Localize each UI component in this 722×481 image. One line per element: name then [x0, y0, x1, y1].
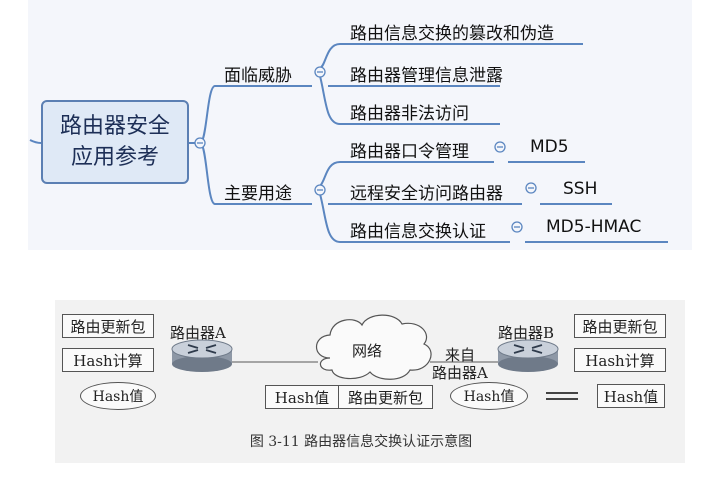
use-tag[interactable]: MD5: [530, 137, 569, 157]
router-a-icon: [171, 339, 233, 372]
from-label-line2: 路由器A: [432, 364, 488, 382]
right-hash-compute-label: Hash计算: [585, 351, 655, 370]
threat-item[interactable]: 路由器管理信息泄露: [350, 66, 503, 86]
left-hash-value-ellipse: Hash值: [80, 382, 156, 410]
packet-update-label: 路由更新包: [347, 388, 423, 407]
right-update-packet-label: 路由更新包: [582, 317, 658, 336]
from-label-line1: 来自: [445, 346, 476, 364]
network-cloud-icon: [315, 314, 432, 380]
router-a-label: 路由器A: [170, 324, 226, 342]
router-b-label: 路由器B: [498, 324, 555, 342]
branch-uses-label[interactable]: 主要用途: [224, 184, 292, 204]
packet-hash-box: Hash值: [265, 385, 339, 409]
left-update-packet-box: 路由更新包: [62, 314, 154, 338]
network-label: 网络: [352, 342, 383, 360]
use-item[interactable]: 路由信息交换认证: [350, 222, 486, 242]
use-tag[interactable]: MD5-HMAC: [546, 217, 642, 237]
left-hash-compute-box: Hash计算: [62, 348, 154, 372]
right-hash-compute-box: Hash计算: [574, 348, 666, 372]
received-hash-value-label: Hash值: [463, 389, 515, 405]
packet-update-box: 路由更新包: [338, 385, 433, 409]
use-item[interactable]: 路由器口令管理: [350, 142, 469, 162]
router-b-icon: [497, 339, 559, 372]
root-line-1: 路由器安全: [59, 114, 170, 139]
threat-item[interactable]: 路由信息交换的篡改和伪造: [350, 24, 554, 44]
right-update-packet-box: 路由更新包: [574, 314, 666, 338]
branch-threats-label[interactable]: 面临威胁: [224, 66, 292, 86]
equals-sign-icon: [546, 392, 578, 400]
use-item[interactable]: 远程安全访问路由器: [350, 184, 503, 204]
left-hash-value-label: Hash值: [92, 389, 144, 405]
root-node[interactable]: 路由器安全 应用参考: [41, 100, 189, 184]
left-hash-compute-label: Hash计算: [73, 351, 143, 370]
left-update-packet-label: 路由更新包: [70, 317, 146, 336]
threat-item[interactable]: 路由器非法访问: [350, 104, 469, 124]
use-tag[interactable]: SSH: [563, 179, 598, 199]
right-hash-result-box: Hash值: [597, 384, 665, 408]
figure-caption: 图 3-11 路由器信息交换认证示意图: [249, 434, 473, 450]
packet-hash-label: Hash值: [274, 388, 330, 407]
right-hash-result-label: Hash值: [603, 387, 659, 406]
root-line-2: 应用参考: [70, 145, 159, 170]
received-hash-value-ellipse: Hash值: [450, 382, 528, 410]
